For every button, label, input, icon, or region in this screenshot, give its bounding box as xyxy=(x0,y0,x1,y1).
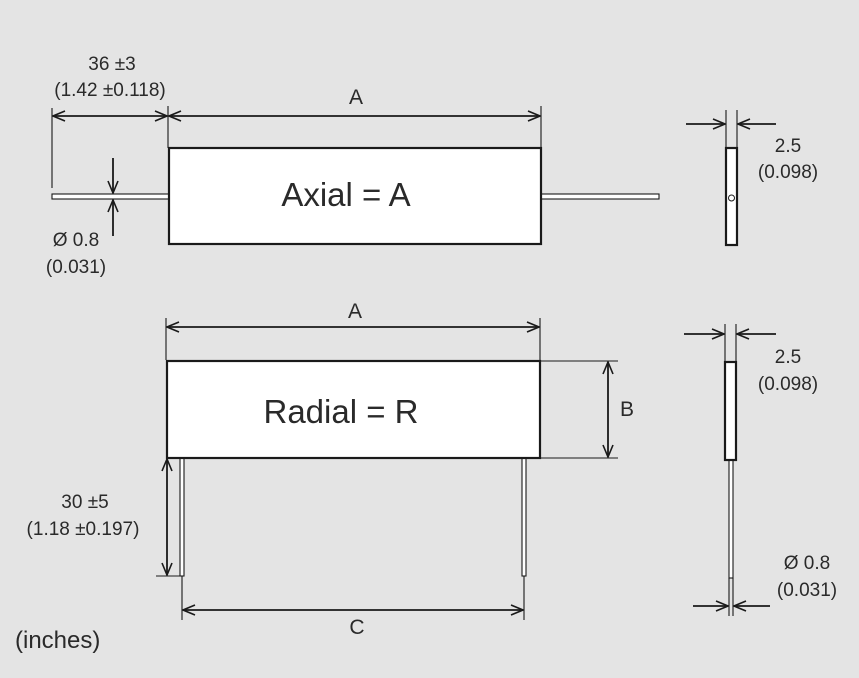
radial-lead-diameter-label: Ø 0.8 xyxy=(784,553,830,574)
radial-thickness-label: 2.5 xyxy=(775,347,801,368)
axial-thickness-inch-label: (0.098) xyxy=(758,162,818,183)
axial-thickness-label: 2.5 xyxy=(775,136,801,157)
axial-body-label: Axial = A xyxy=(281,176,410,213)
radial-side-body xyxy=(723,360,738,462)
axial-lead-diameter-label: Ø 0.8 xyxy=(53,230,99,251)
axial-lead-length-label: 36 ±3 xyxy=(88,54,135,75)
radial-pitch-label: C xyxy=(349,616,364,639)
radial-height-label: B xyxy=(620,398,634,421)
radial-right-lead xyxy=(521,457,527,577)
axial-right-lead xyxy=(539,193,660,200)
radial-side-view: 2.5 (0.098) Ø 0.8 (0.031) xyxy=(684,324,837,616)
radial-side-lead xyxy=(728,459,734,579)
axial-lead-length-inch-label: (1.42 ±0.118) xyxy=(54,80,165,101)
radial-thickness-inch-label: (0.098) xyxy=(758,374,818,395)
radial-left-lead xyxy=(179,457,185,577)
units-note: (inches) xyxy=(15,627,100,654)
axial-left-lead xyxy=(51,193,170,200)
axial-side-lead-end xyxy=(728,194,735,202)
radial-front-view: A B Radial = R 30 ±5 (1.18 ±0.197) C xyxy=(27,300,634,639)
radial-lead-length-label: 30 ±5 xyxy=(61,492,108,513)
axial-front-view: 36 ±3 (1.42 ±0.118) A Axial = A Ø 0.8 (0… xyxy=(46,54,660,278)
axial-resistor-body xyxy=(167,146,543,246)
axial-side-view: 2.5 (0.098) xyxy=(686,110,818,247)
radial-body-label: Radial = R xyxy=(264,393,419,430)
axial-body-length-label: A xyxy=(349,86,363,109)
radial-resistor-body xyxy=(165,359,542,460)
radial-lead-diameter-inch-label: (0.031) xyxy=(777,580,837,601)
radial-lead-length-inch-label: (1.18 ±0.197) xyxy=(27,519,140,540)
axial-lead-diameter-inch-label: (0.031) xyxy=(46,257,106,278)
radial-body-length-label: A xyxy=(348,300,362,323)
